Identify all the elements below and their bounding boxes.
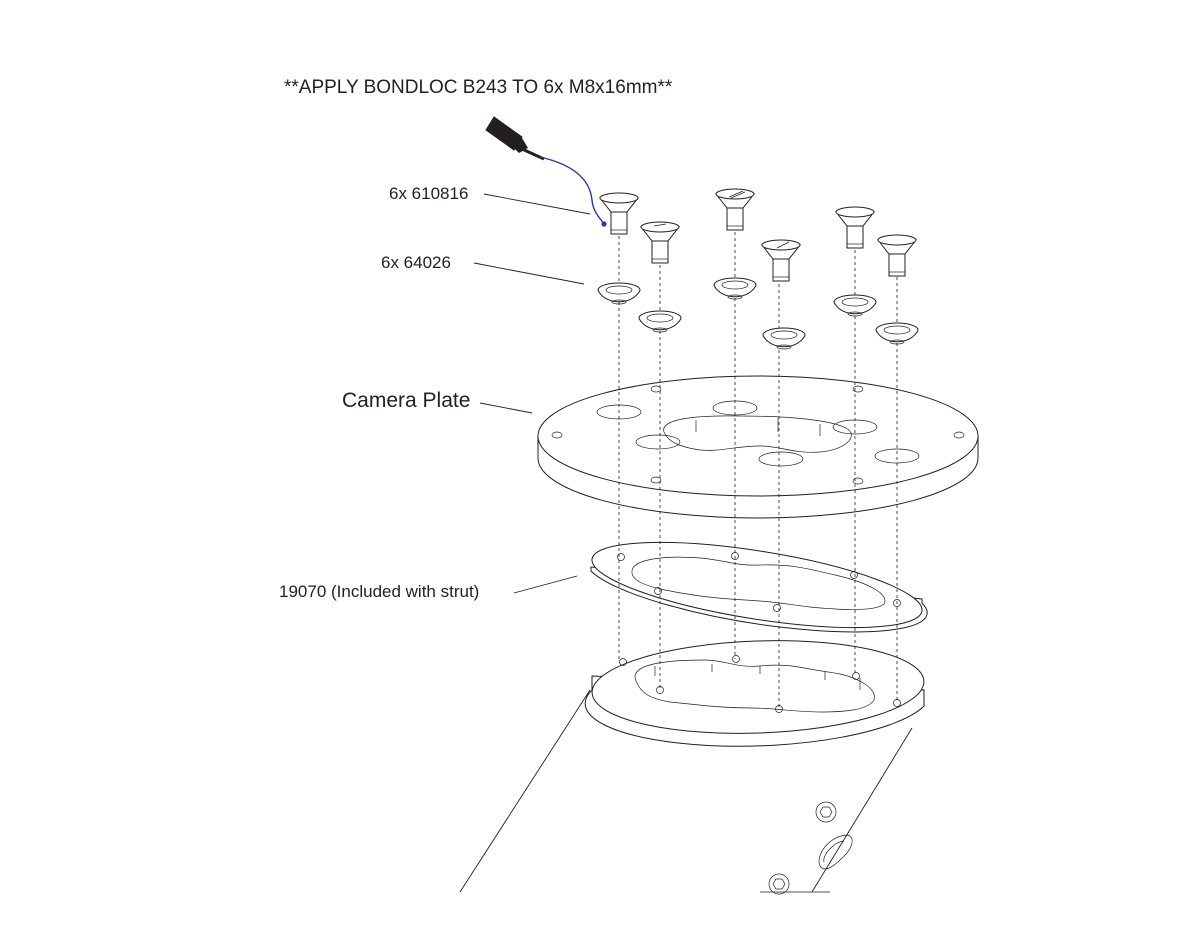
- adhesive-drop: [601, 221, 607, 227]
- screw-5: [834, 206, 876, 249]
- strut-bolt-upper-icon: [815, 801, 837, 823]
- leader-lines: [473, 193, 591, 594]
- screw-4: [760, 239, 802, 282]
- screw-6: [876, 234, 918, 277]
- strut-slot: [818, 834, 853, 870]
- adhesive-line: [539, 156, 605, 225]
- screws-callout: 6x 610816: [389, 184, 468, 203]
- screw-3: [714, 188, 756, 231]
- camera-plate: [537, 375, 979, 519]
- camera-plate-callout: Camera Plate: [342, 389, 470, 412]
- gasket-19070: [590, 541, 928, 633]
- washer-2: [638, 310, 682, 333]
- camera-plate-leader-line: [479, 402, 533, 414]
- adhesive-bottle-icon: [485, 116, 607, 227]
- screw-1: [598, 192, 640, 235]
- strut-tube: [459, 689, 913, 895]
- strut-bolt-lower-icon: [768, 873, 790, 895]
- washer-4: [762, 327, 806, 350]
- washer-1: [597, 282, 641, 305]
- strut-flange: [584, 640, 925, 747]
- washer-5: [833, 294, 877, 317]
- instruction-note: **APPLY BONDLOC B243 TO 6x M8x16mm**: [284, 77, 673, 98]
- washer-3: [713, 277, 757, 300]
- screws-leader-line: [483, 193, 591, 215]
- washer-6: [875, 322, 919, 345]
- gasket-callout: 19070 (Included with strut): [279, 582, 479, 601]
- washers: [597, 277, 919, 350]
- gasket-leader-line: [513, 575, 578, 594]
- alignment-lines: [618, 232, 898, 709]
- washers-callout: 6x 64026: [381, 253, 451, 272]
- washers-leader-line: [473, 262, 585, 285]
- screw-2: [639, 221, 681, 264]
- screws: [598, 188, 918, 282]
